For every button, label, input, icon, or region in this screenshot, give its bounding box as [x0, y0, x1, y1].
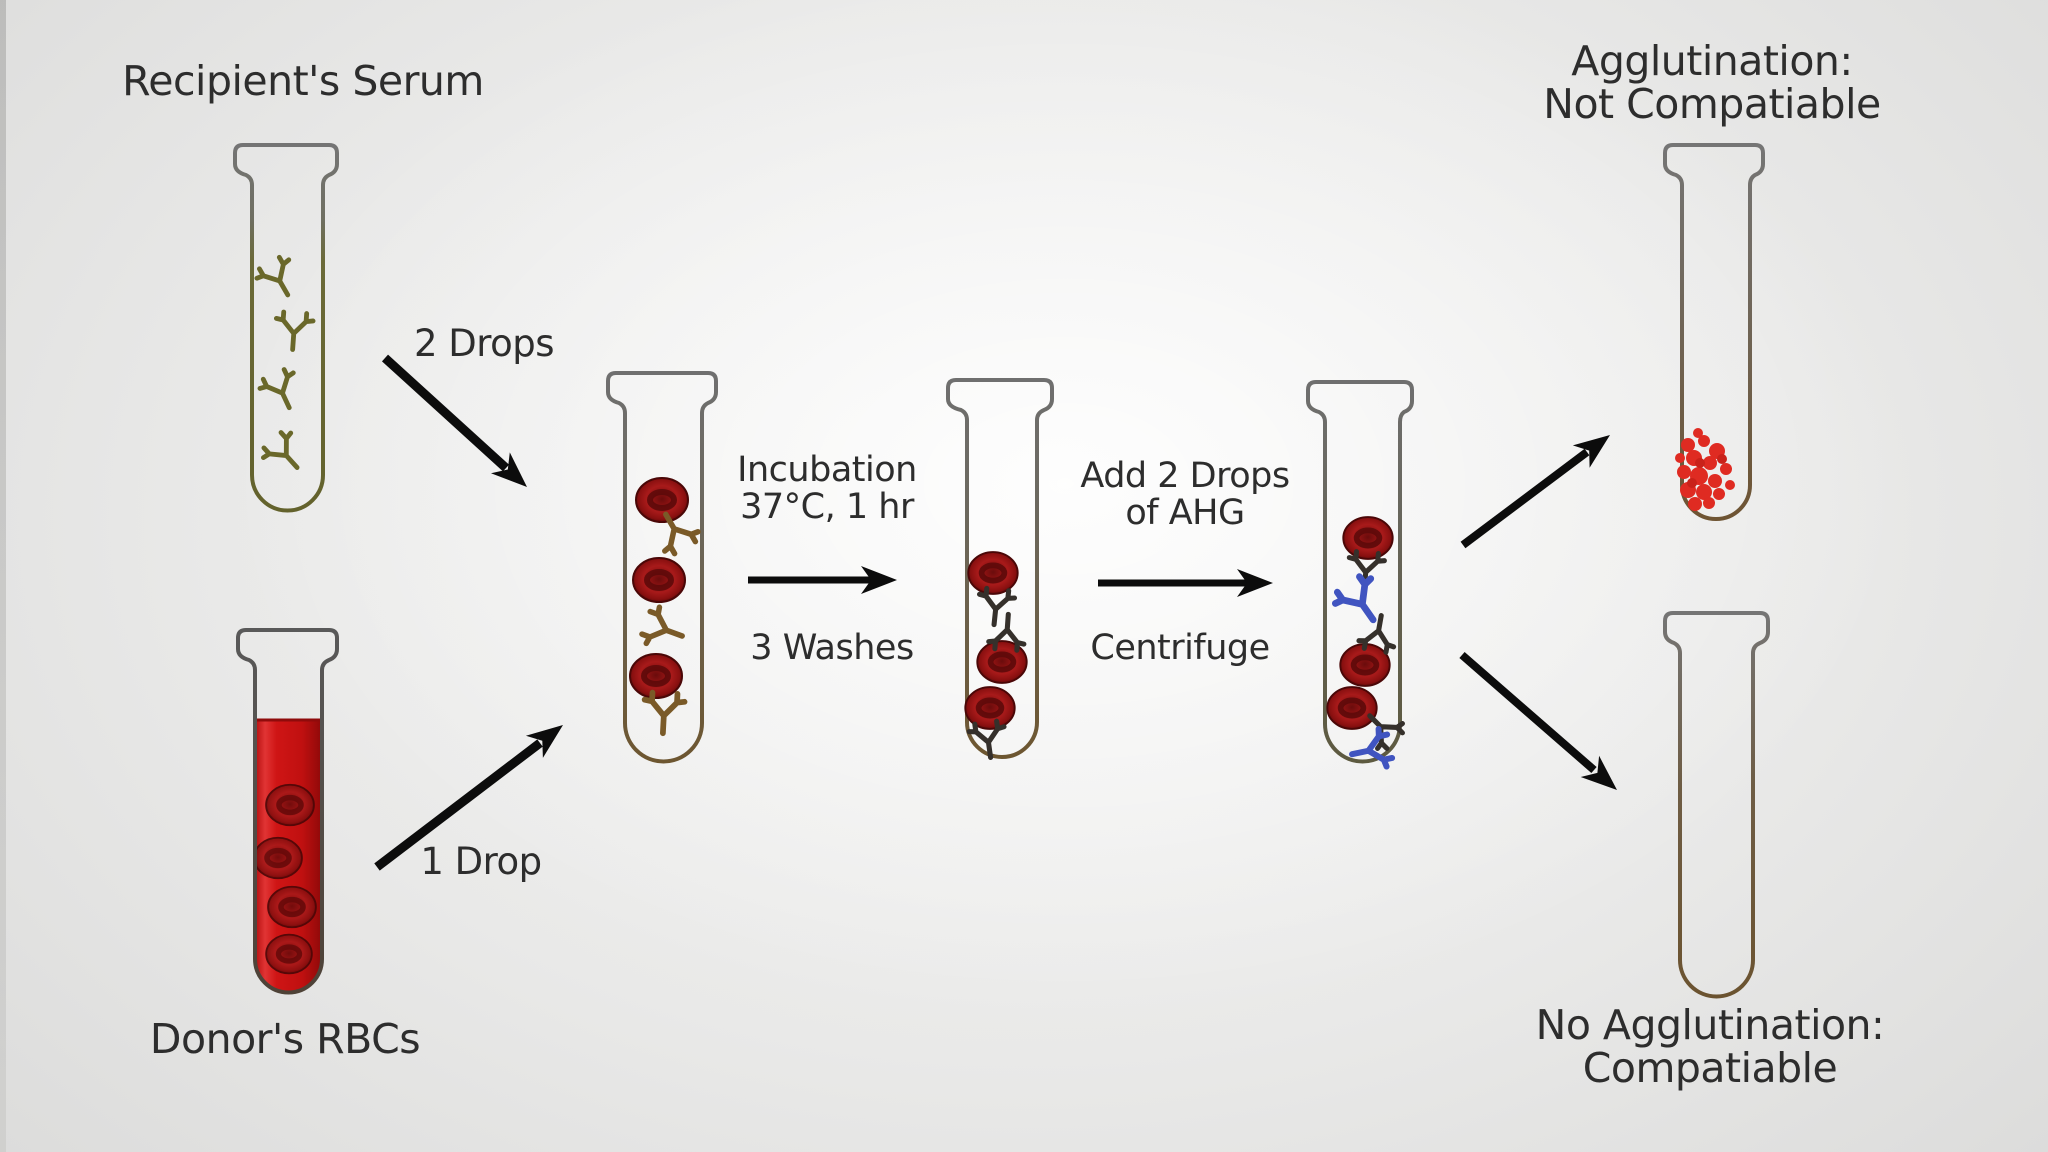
process-arrows — [374, 354, 1617, 871]
one-drop-label: 1 Drop — [420, 840, 542, 883]
red-blood-cell-icon — [633, 558, 685, 602]
recipient-serum-tube — [233, 143, 339, 513]
ahg-tube — [1306, 380, 1414, 773]
agglutination-tube — [1663, 143, 1765, 521]
agglutinate-clump-icon — [1675, 428, 1735, 511]
recipient-serum-label: Recipient's Serum — [122, 57, 484, 105]
arrow-to-positive — [1460, 435, 1610, 549]
washed-tube — [946, 378, 1054, 760]
red-blood-cell-icon — [266, 935, 312, 974]
antibody-y-icon — [274, 312, 313, 351]
antibody-y-icon — [257, 367, 306, 416]
red-blood-cell-icon — [266, 785, 314, 825]
antibody-y-icon — [259, 428, 311, 480]
washes-label: 3 Washes — [750, 628, 914, 668]
arrow-two-drops — [381, 354, 527, 487]
negative-line2: Compatiable — [1582, 1044, 1838, 1093]
arrow-one-drop — [374, 725, 563, 871]
red-blood-cell-icon — [968, 552, 1017, 594]
red-blood-cell-icon — [630, 654, 682, 698]
donor-rbcs-label: Donor's RBCs — [149, 1015, 421, 1063]
ahg-line1: Add 2 Drops — [1080, 456, 1290, 496]
antibody-y-icon — [253, 254, 303, 304]
red-blood-cell-icon — [965, 687, 1014, 729]
antibody-y-icon — [643, 692, 685, 734]
serum-antibody-group — [253, 254, 313, 480]
sensitized-cells — [965, 552, 1026, 760]
arrow-ahg — [1098, 569, 1273, 597]
arrow-incubation — [748, 566, 897, 594]
red-blood-cell-icon — [636, 478, 688, 522]
red-blood-cell-icon — [268, 887, 316, 927]
ahg-label: Add 2 Drops of AHG — [1080, 456, 1290, 534]
red-blood-cell-icon — [254, 838, 302, 878]
mix-contents — [630, 478, 702, 734]
incubation-line2: 37°C, 1 hr — [740, 487, 914, 528]
red-blood-cell-icon — [1343, 517, 1392, 559]
mix-tube — [606, 371, 718, 764]
arrow-to-negative — [1459, 651, 1617, 790]
two-drops-label: 2 Drops — [413, 322, 555, 365]
donor-rbc-tube — [236, 628, 339, 995]
red-blood-cell-icon — [1327, 687, 1376, 729]
negative-outcome-label: No Agglutination: Compatiable — [1535, 1001, 1885, 1093]
incubation-line1: Incubation — [737, 450, 917, 490]
centrifuge-label: Centrifuge — [1090, 628, 1270, 668]
ahg-contents — [1327, 517, 1407, 773]
no-agglutination-tube — [1663, 611, 1770, 999]
ahg-line2: of AHG — [1125, 493, 1245, 534]
incubation-label: Incubation 37°C, 1 hr — [737, 450, 917, 528]
positive-line1: Agglutination: — [1571, 37, 1853, 85]
positive-line2: Not Compatiable — [1543, 80, 1881, 129]
antibody-y-icon — [640, 605, 689, 654]
positive-outcome-label: Agglutination: Not Compatiable — [1543, 37, 1881, 129]
negative-line1: No Agglutination: — [1535, 1001, 1885, 1049]
